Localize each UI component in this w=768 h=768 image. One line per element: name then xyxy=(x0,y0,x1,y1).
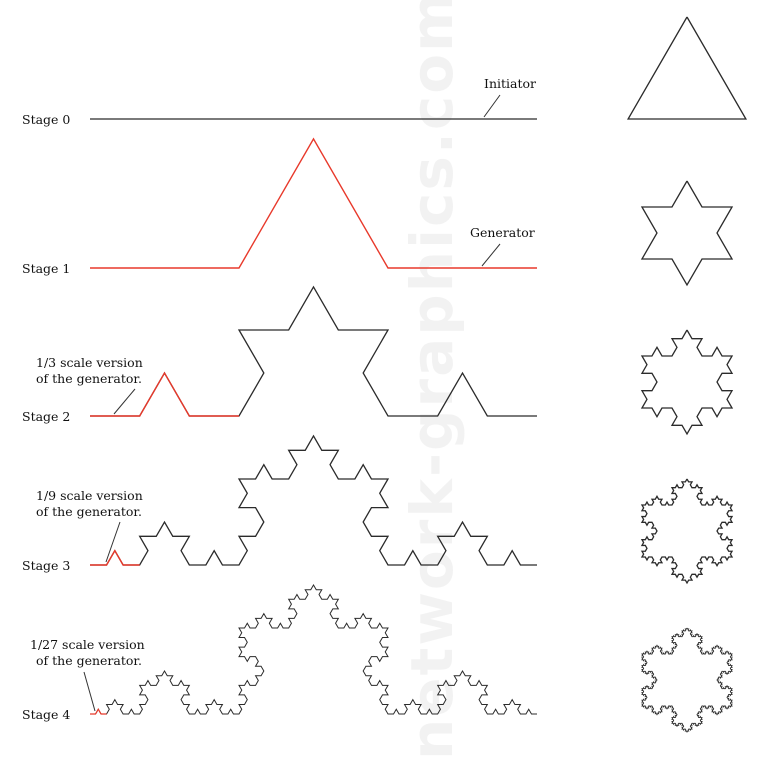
scale-1-9-label-line1: 1/9 scale version xyxy=(36,488,143,503)
stage-1-label: Stage 1 xyxy=(22,261,70,276)
snowflake-stage-2 xyxy=(640,329,734,436)
initiator-leader-line xyxy=(483,94,501,118)
stage-4-koch-curve xyxy=(90,583,537,715)
scale-1-3-leader-line xyxy=(113,388,136,415)
snowflake-stage-1 xyxy=(640,180,734,287)
stage-1-generator-curve xyxy=(90,137,537,269)
scale-1-3-label-line1: 1/3 scale version xyxy=(36,355,143,370)
initiator-label: Initiator xyxy=(484,76,536,91)
koch-snowflakes xyxy=(626,16,748,733)
stage-2-koch-curve xyxy=(90,285,537,417)
watermark-text: network-graphics.com xyxy=(398,0,466,760)
stage-4-label: Stage 4 xyxy=(22,707,70,722)
stage-3-koch-curve xyxy=(90,434,537,566)
stage-0-label: Stage 0 xyxy=(22,112,70,127)
scale-1-27-label-line1: 1/27 scale version xyxy=(30,637,145,652)
snowflake-stage-3 xyxy=(640,478,734,585)
koch-curves xyxy=(90,118,537,715)
scale-1-27-label-line2: of the generator. xyxy=(36,653,142,668)
scale-1-9-label-line2: of the generator. xyxy=(36,504,142,519)
scale-1-9-leader-line xyxy=(105,521,121,563)
snowflake-stage-4 xyxy=(641,627,733,733)
stage-3-label: Stage 3 xyxy=(22,558,70,573)
generator-leader-line xyxy=(481,243,501,267)
scale-1-27-leader-line xyxy=(83,671,96,712)
stage-2-scaled-generator xyxy=(90,371,239,417)
stage-4-scaled-generator xyxy=(90,708,107,715)
generator-label: Generator xyxy=(470,225,535,240)
scaled-generators xyxy=(90,371,239,715)
snowflake-stage-0 xyxy=(626,16,748,120)
scale-1-3-label-line2: of the generator. xyxy=(36,371,142,386)
stage-2-label: Stage 2 xyxy=(22,409,70,424)
stage-3-scaled-generator xyxy=(90,549,140,566)
